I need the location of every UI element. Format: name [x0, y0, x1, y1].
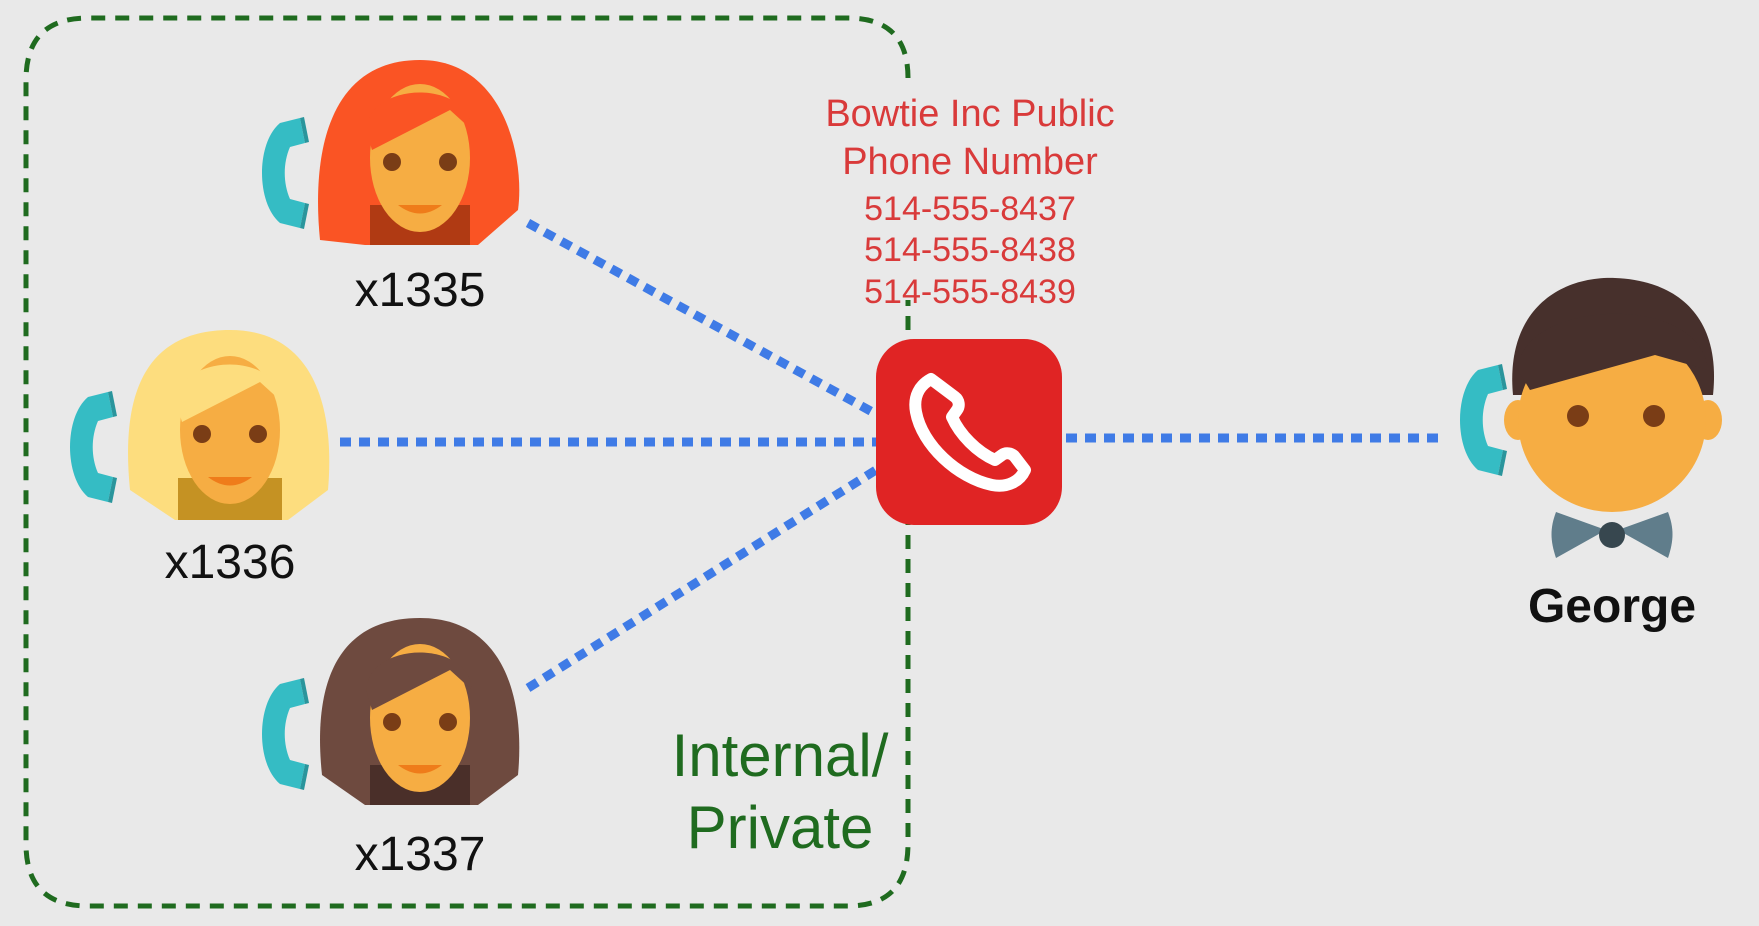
handset-icon	[70, 391, 117, 503]
mouth	[398, 765, 442, 774]
employee-x1335: x1335	[262, 60, 520, 317]
bangs	[366, 652, 472, 710]
boundary-label-line2: Private	[687, 794, 874, 861]
woman-avatar-icon	[320, 618, 520, 805]
public-number-title-line2: Phone Number	[842, 141, 1098, 183]
eye-left	[193, 425, 211, 443]
connections	[340, 219, 1442, 692]
mouth	[208, 477, 252, 486]
hair-top	[1518, 313, 1708, 390]
woman-avatar-icon	[318, 60, 520, 245]
caller-name-label: George	[1528, 580, 1696, 633]
employee-x1336: x1336	[70, 330, 330, 589]
eye-left	[383, 713, 401, 731]
eye-right	[249, 425, 267, 443]
connection-line-x1335	[525, 219, 879, 418]
eye-right	[439, 713, 457, 731]
woman-avatar-icon	[128, 330, 330, 520]
bangs	[366, 92, 472, 150]
extension-label-x1337: x1337	[355, 828, 486, 881]
boundary-label: Internal/ Private	[672, 722, 889, 861]
mouth	[398, 205, 442, 214]
phone-icon	[909, 373, 1031, 492]
man-avatar-icon	[1504, 277, 1722, 558]
bangs	[176, 364, 282, 422]
caller-george: George	[1460, 277, 1722, 633]
eye-right	[439, 153, 457, 171]
connection-line-x1337	[525, 466, 879, 692]
eye-left	[383, 153, 401, 171]
extension-label-x1336: x1336	[165, 536, 296, 589]
public-number-3: 514-555-8439	[864, 273, 1076, 311]
bowtie-icon	[1551, 512, 1673, 558]
hub-tile	[876, 339, 1062, 525]
eye-left	[1567, 405, 1589, 427]
public-number-block: Bowtie Inc Public Phone Number 514-555-8…	[825, 93, 1114, 311]
public-number-title-line1: Bowtie Inc Public	[825, 93, 1114, 135]
boundary-label-line1: Internal/	[672, 722, 889, 789]
public-number-2: 514-555-8438	[864, 231, 1076, 269]
handset-icon	[262, 117, 309, 229]
eye-right	[1643, 405, 1665, 427]
public-number-1: 514-555-8437	[864, 190, 1076, 228]
phone-hub	[876, 339, 1062, 525]
internal-boundary	[23, 15, 911, 909]
employee-x1337: x1337	[262, 618, 520, 881]
handset-icon	[1460, 364, 1507, 476]
handset-icon	[262, 678, 309, 790]
extension-label-x1335: x1335	[355, 264, 486, 317]
